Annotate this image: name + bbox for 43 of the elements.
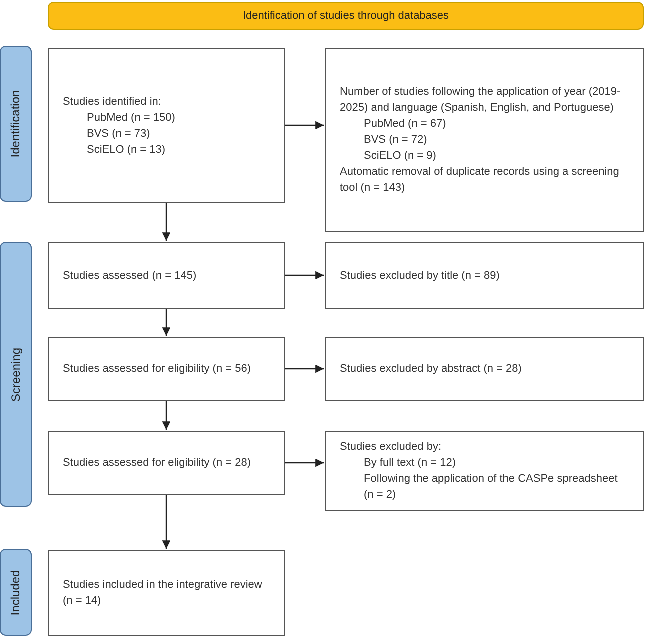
process-box (48, 431, 285, 495)
box-text: Studies included in the integrative review (n = 14) (63, 578, 264, 609)
arrow (162, 495, 171, 549)
process-box (325, 242, 644, 309)
box-text: Following the application of the CASPe spreadsheet (n = 2) (363, 472, 619, 503)
phase-band (0, 242, 32, 507)
box-text: BVS (n = 73) (86, 126, 152, 142)
box-text: Studies excluded by title (n = 89) (340, 268, 501, 284)
box-text: SciELO (n = 13) (86, 142, 167, 158)
box-text: Studies identified in: (63, 94, 162, 110)
process-box (48, 550, 285, 636)
phase-band (0, 549, 32, 636)
process-box (48, 48, 285, 203)
arrow (162, 309, 171, 336)
process-box (325, 431, 644, 511)
phase-label: Screening (8, 347, 24, 402)
process-box (325, 48, 644, 232)
arrow (285, 121, 324, 130)
arrow (162, 203, 171, 241)
box-text: PubMed (n = 67) (363, 117, 448, 132)
header-banner (48, 2, 644, 30)
box-text: Studies assessed for eligibility (n = 56) (63, 362, 252, 377)
arrow (285, 458, 324, 468)
phase-band (0, 46, 32, 202)
arrow (285, 271, 324, 280)
box-text: Studies excluded by: (340, 440, 443, 455)
phase-label: Identification (8, 90, 24, 158)
box-text: PubMed (n = 150) (86, 110, 176, 126)
phase-label: Included (8, 570, 24, 616)
arrow (162, 401, 171, 430)
box-text: Studies assessed for eligibility (n = 28) (63, 456, 252, 471)
box-text: Automatic removal of duplicate records using a screening tool (n = 143) (340, 165, 620, 196)
box-text: Studies assessed (n = 145) (63, 268, 198, 284)
arrow (285, 364, 324, 374)
box-text: BVS (n = 72) (363, 133, 428, 148)
process-box (48, 337, 285, 401)
box-text: By full text (n = 12) (363, 456, 458, 471)
process-box (48, 242, 285, 309)
process-box (325, 337, 644, 401)
box-text: Number of studies following the application of year (2019-2025) and language (Spanish, English, and Portuguese) (340, 85, 622, 116)
banner-title: Identification of studies through databases (242, 8, 450, 24)
box-text: SciELO (n = 9) (363, 149, 438, 164)
box-text: Studies excluded by abstract (n = 28) (340, 362, 523, 377)
